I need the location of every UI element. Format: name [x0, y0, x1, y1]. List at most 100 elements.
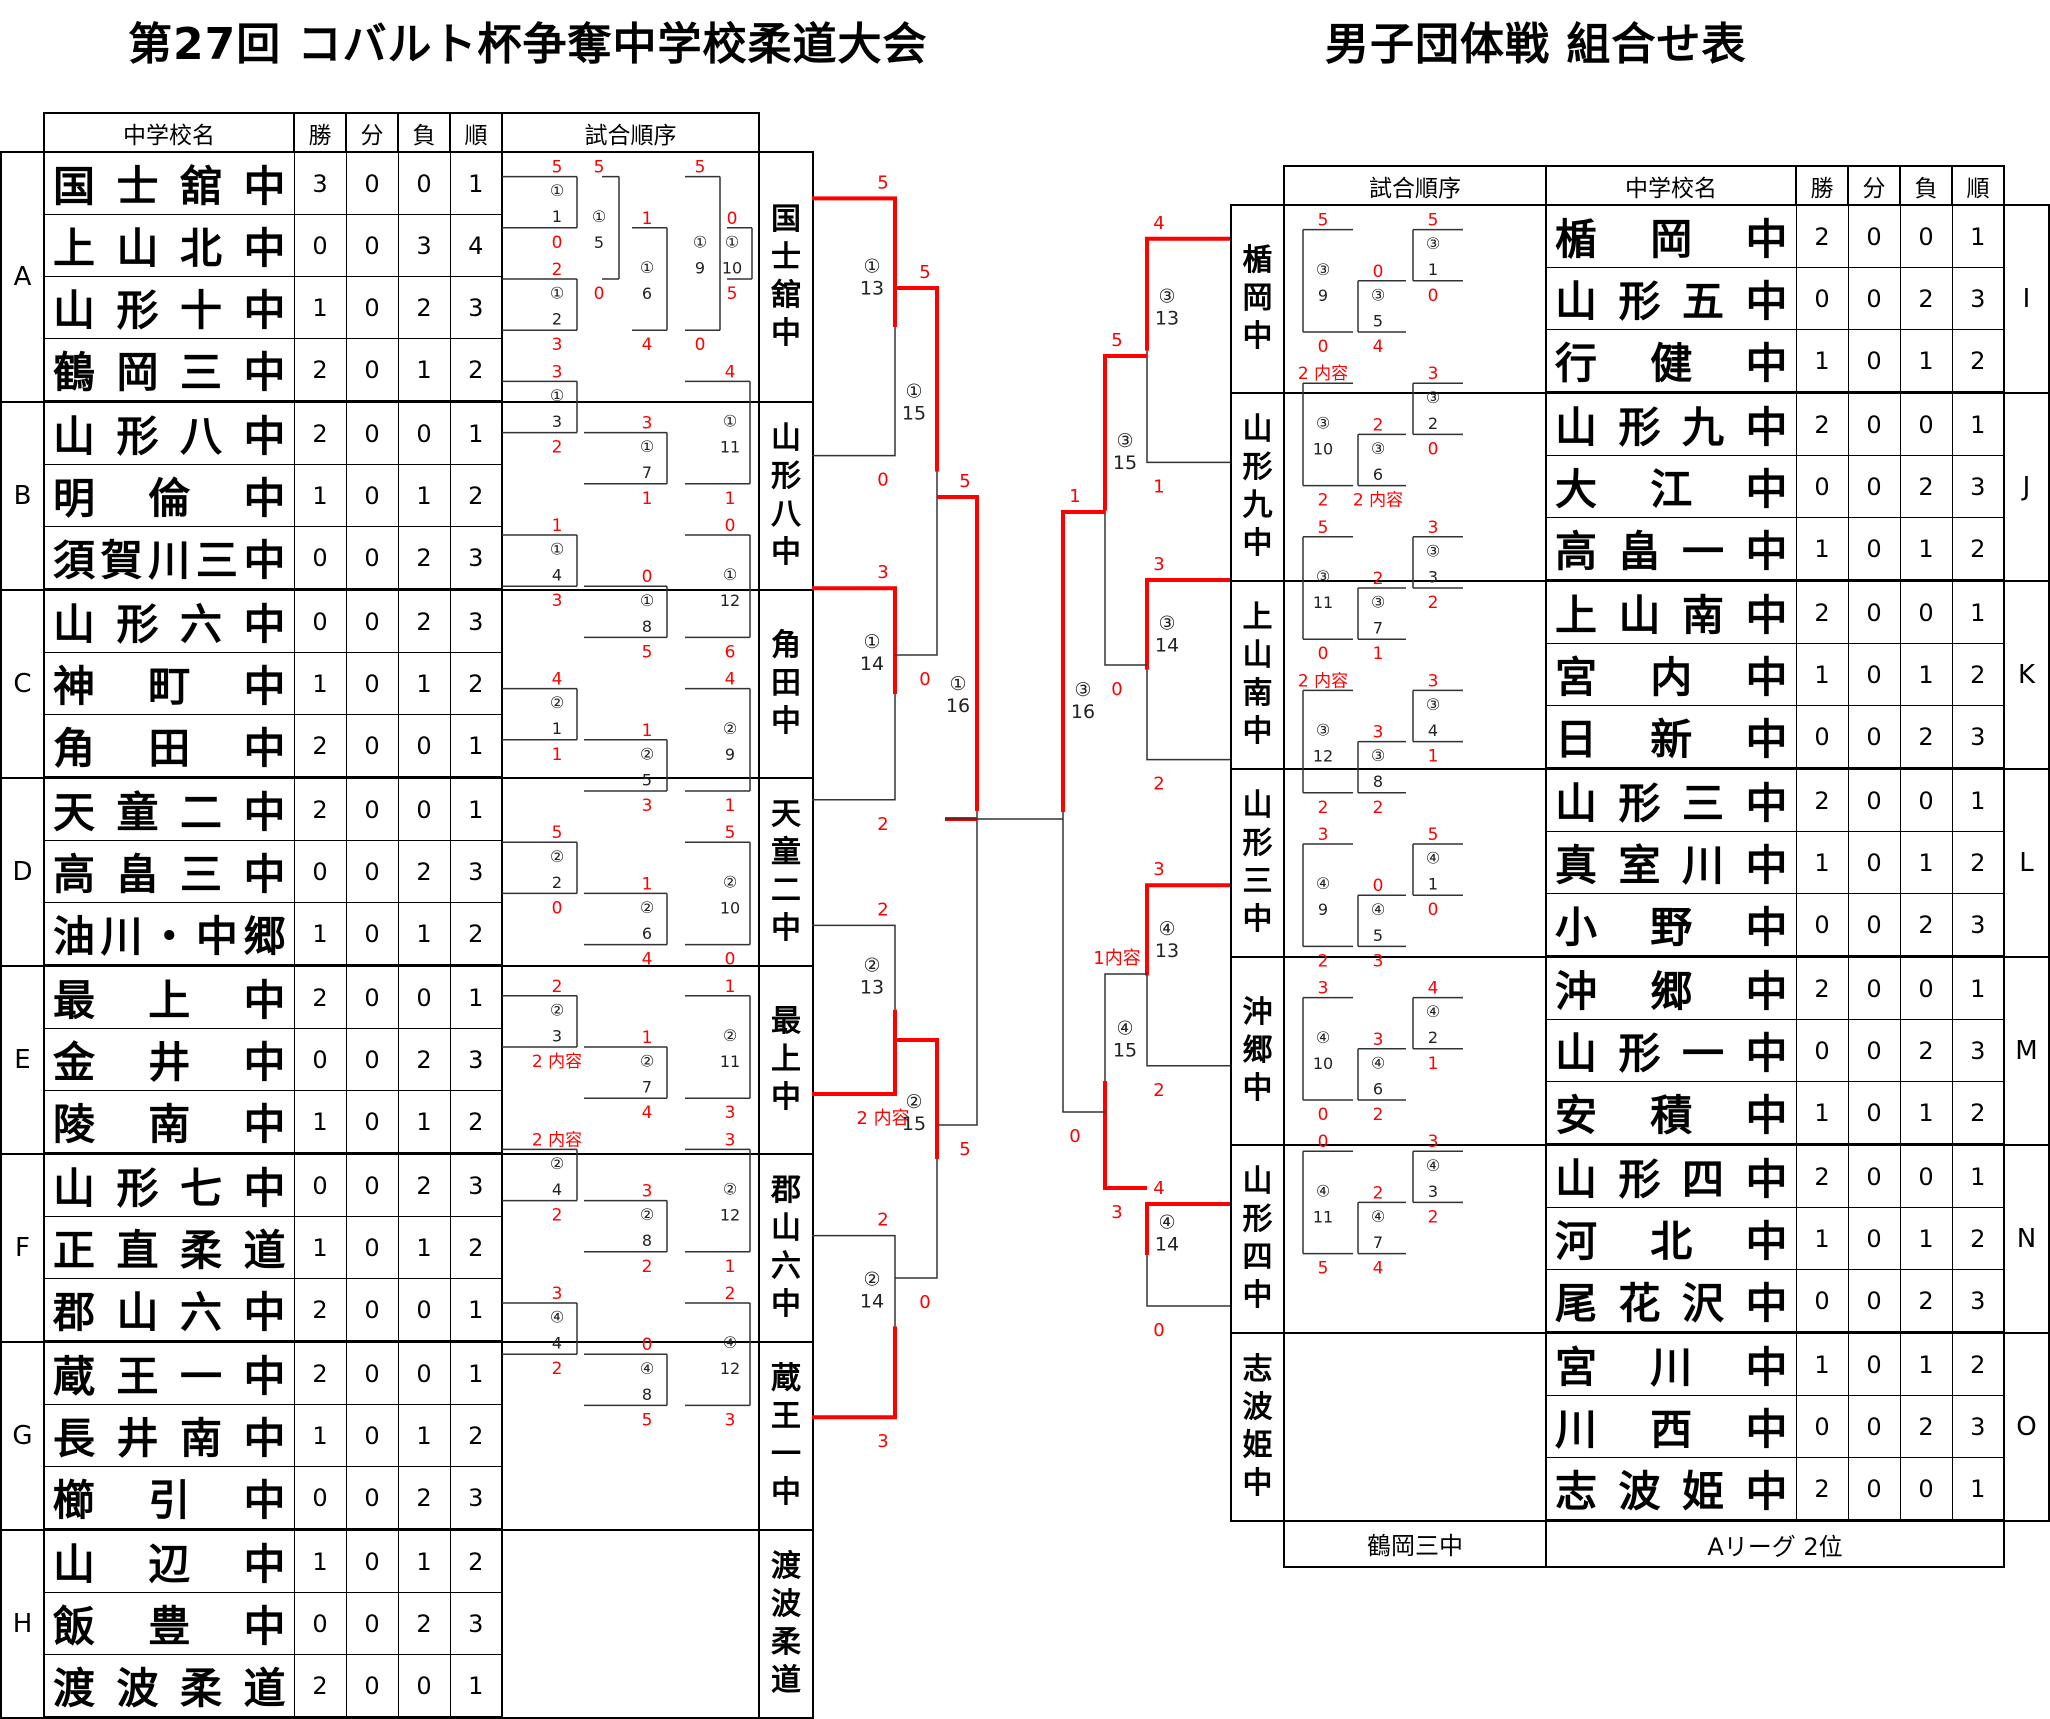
tournament-score-top: 2 [877, 1210, 888, 1231]
mat-number: ④ [1426, 1156, 1440, 1175]
match-number: 3 [1428, 1182, 1438, 1201]
school-name: 山形八中 [43, 401, 295, 465]
wins: 1 [1795, 831, 1849, 894]
match-order-cell [501, 151, 760, 403]
score-bottom: 4 [642, 950, 653, 970]
losses: 1 [1899, 1081, 1953, 1146]
tournament-line [812, 586, 897, 694]
tournament-score-top: 5 [959, 471, 970, 492]
score-top: 3 [1318, 979, 1329, 999]
match-order-cell [501, 1340, 760, 1531]
tournament-score-top: 2 [877, 899, 888, 920]
school-name: 国士舘中 [43, 151, 295, 215]
losses: 0 [397, 714, 451, 779]
score-top: 1 [552, 516, 563, 536]
school-name: 飯豊中 [43, 1592, 295, 1655]
match-number: 12 [720, 1206, 740, 1225]
score-bottom: 1 [1373, 644, 1384, 664]
rank: 3 [449, 1028, 503, 1091]
score-bottom: 0 [1318, 644, 1329, 664]
wins: 0 [1795, 893, 1849, 958]
school-name: 高畠三中 [43, 840, 295, 903]
losses: 0 [1899, 768, 1953, 832]
match-order-cell [1283, 1143, 1547, 1334]
mat-number: ② [640, 1052, 654, 1071]
mat-number: ④ [1371, 1207, 1385, 1226]
tournament-match-number: 14 [860, 1291, 884, 1313]
score-top: 2 [1373, 569, 1384, 589]
match-number: 6 [642, 924, 652, 943]
match-number: 12 [720, 1359, 740, 1378]
tournament-mat: ④ [1116, 1017, 1133, 1039]
score-bottom: 2 [1428, 1207, 1439, 1227]
tournament-line [1146, 975, 1230, 1067]
losses: 1 [397, 1090, 451, 1155]
wins: 2 [293, 401, 347, 465]
tournament-line [1104, 510, 1147, 666]
rank: 3 [449, 1466, 503, 1531]
score-top: 3 [642, 1182, 653, 1202]
tournament-line [895, 1038, 939, 1159]
tournament-mat: ② [863, 1269, 880, 1291]
score-top: 5 [1428, 211, 1439, 231]
draws: 0 [1847, 768, 1901, 832]
rank: 2 [449, 1404, 503, 1467]
losses: 0 [1899, 392, 1953, 456]
league-winner: 楯 岡 中 [1230, 204, 1285, 394]
group-label: G [0, 1340, 45, 1531]
mat-number: ② [723, 872, 737, 891]
losses: 1 [1899, 517, 1953, 582]
wins: 0 [293, 1153, 347, 1217]
header-win: 勝 [1795, 165, 1849, 206]
losses: 2 [397, 840, 451, 903]
losses: 2 [1899, 1019, 1953, 1082]
school-name: 明倫中 [43, 464, 295, 527]
match-number: 10 [1313, 1054, 1333, 1073]
tournament-score-bottom: 0 [919, 669, 930, 690]
tournament-line [895, 1159, 938, 1279]
mat-number: ① [550, 386, 564, 405]
match-order-cell [1283, 391, 1547, 582]
match-number: 12 [1313, 747, 1333, 766]
score-bottom: 2 [1318, 951, 1329, 971]
mat-number: ② [723, 719, 737, 738]
match-order-cell [1283, 1331, 1547, 1522]
tournament-score-bottom: 0 [877, 470, 888, 491]
score-bottom: 0 [695, 335, 706, 355]
match-number: 5 [1373, 311, 1383, 330]
header-order: 試合順序 [1283, 165, 1547, 206]
tournament-line [1146, 350, 1230, 464]
score-top: 0 [1318, 1132, 1329, 1152]
losses: 0 [397, 151, 451, 215]
score-bottom: 3 [725, 1410, 736, 1430]
tournament-line [895, 471, 938, 656]
school-name: 油川・中郷 [43, 902, 295, 967]
draws: 0 [345, 338, 399, 403]
score-top: 4 [725, 670, 736, 690]
tournament-score-bottom: 2 内容 [856, 1108, 909, 1129]
school-name: 行健中 [1545, 329, 1797, 394]
tournament-line [1103, 1081, 1147, 1190]
group-label: J [2003, 391, 2050, 582]
losses: 2 [1899, 455, 1953, 518]
tournament-match-number: 14 [1155, 1234, 1179, 1256]
tournament-mat: ① [863, 256, 880, 278]
score-bottom: 5 [727, 284, 738, 304]
losses: 1 [1899, 1332, 1953, 1396]
draws: 0 [345, 1404, 399, 1467]
rank: 1 [1951, 1457, 2005, 1522]
tournament-score-bottom: 1 [1153, 476, 1164, 497]
tournament-match-number: 14 [1155, 634, 1179, 656]
